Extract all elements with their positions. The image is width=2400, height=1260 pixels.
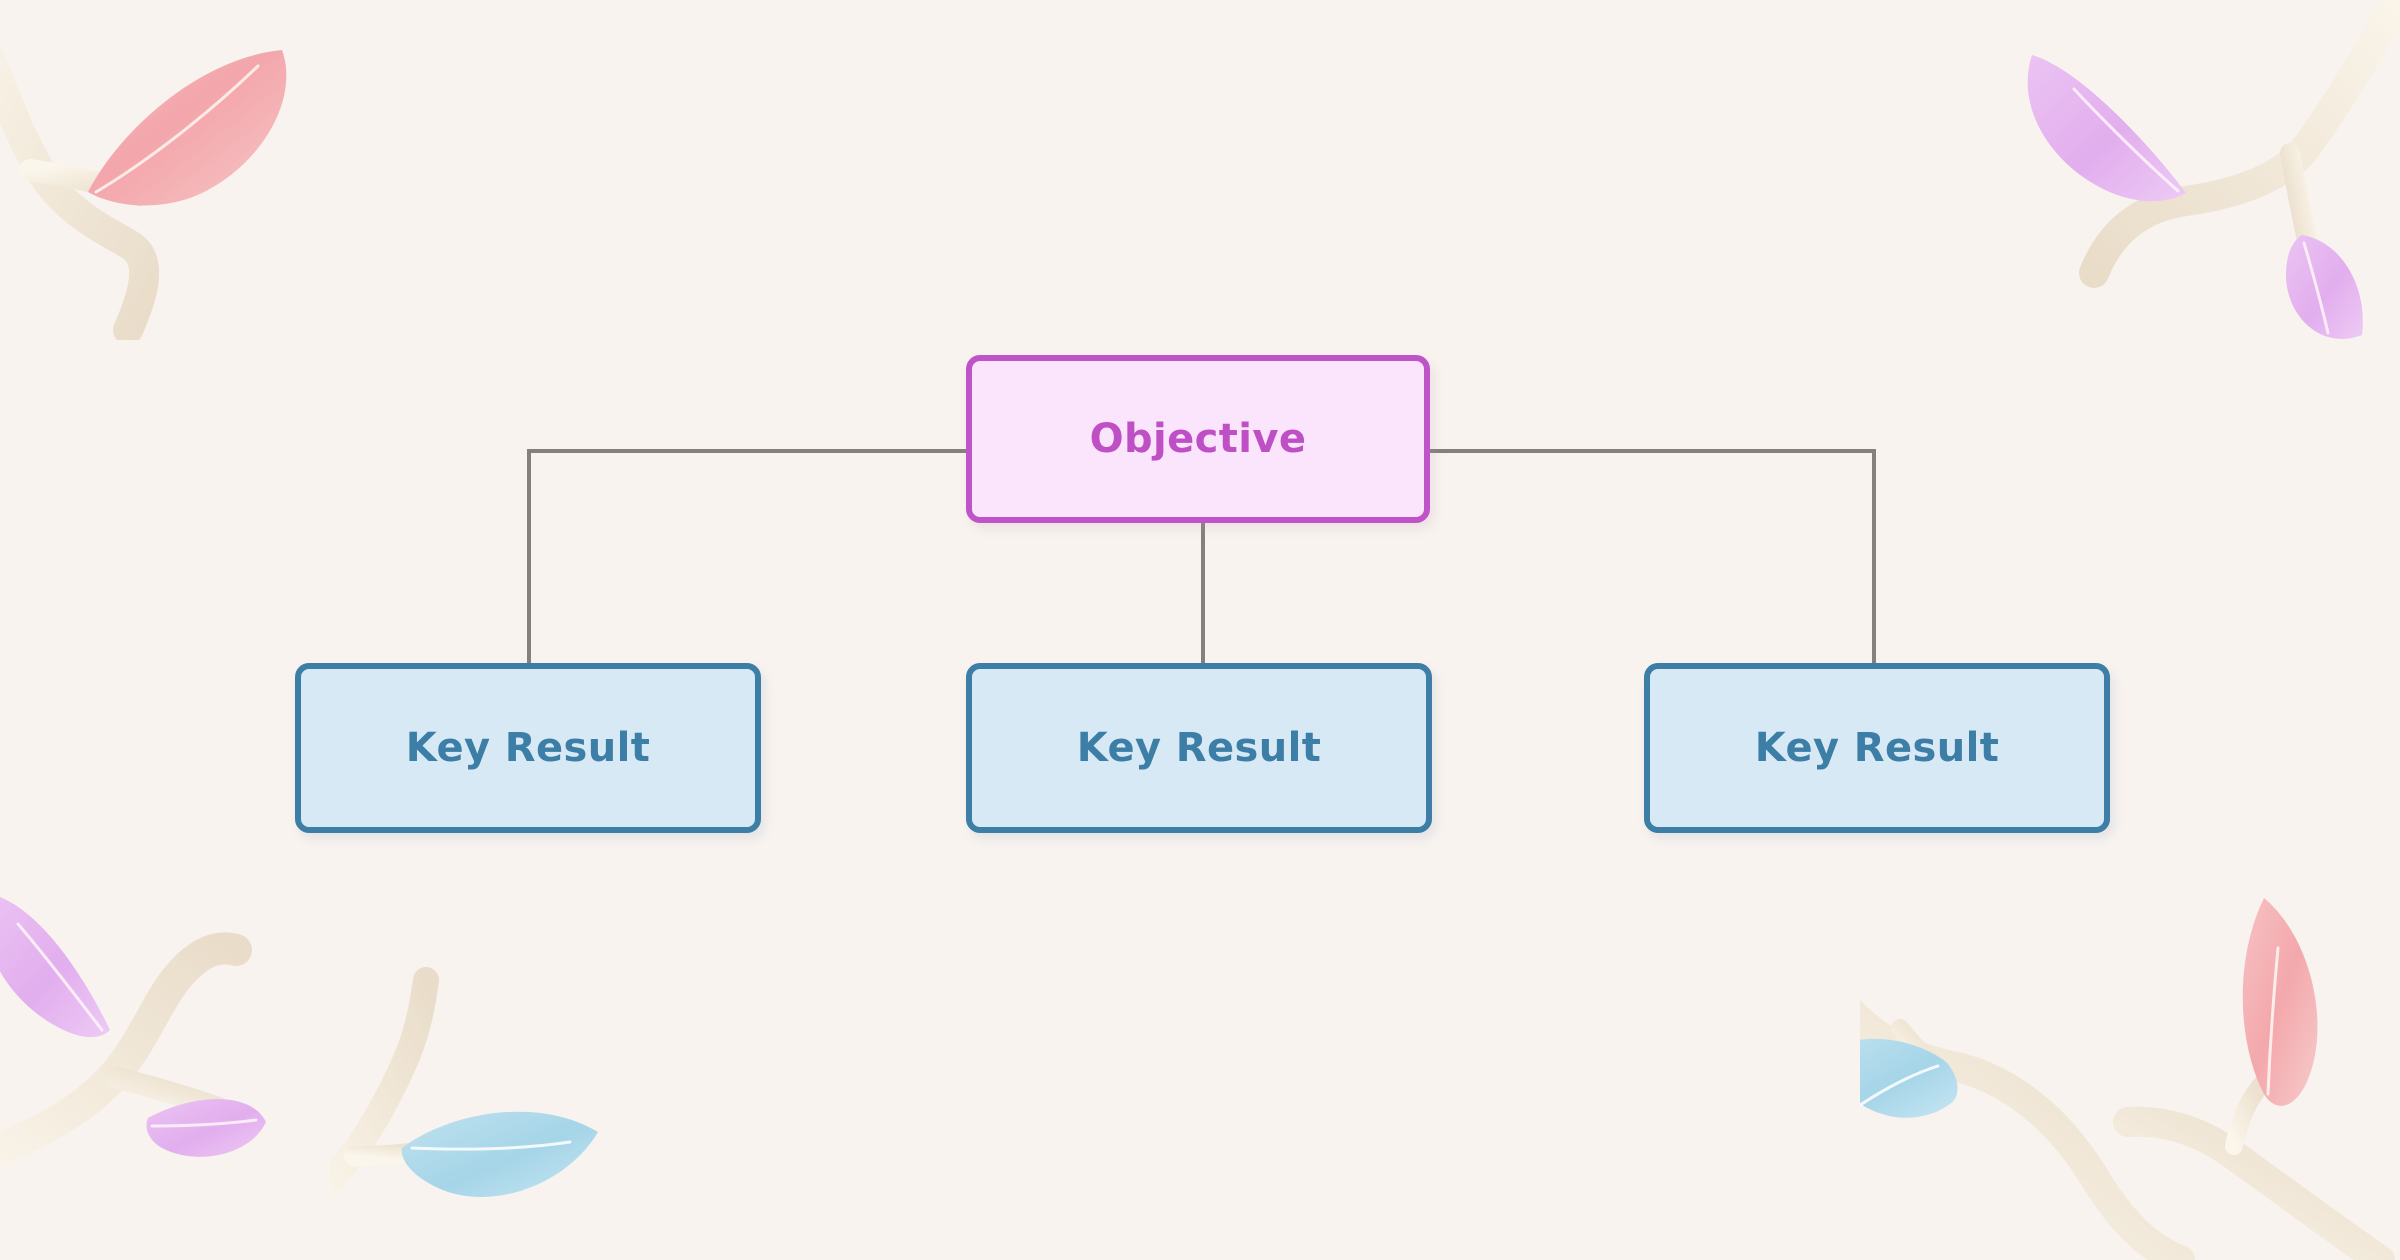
node-key-result-3-label: Key Result	[1754, 725, 2000, 771]
node-key-result-2[interactable]: Key Result	[966, 663, 1432, 833]
node-objective[interactable]: Objective	[966, 355, 1430, 523]
node-key-result-1-label: Key Result	[405, 725, 651, 771]
node-key-result-1[interactable]: Key Result	[295, 663, 761, 833]
node-objective-label: Objective	[1089, 416, 1307, 462]
connector-objective-to-key-result-1	[527, 449, 966, 663]
node-key-result-2-label: Key Result	[1076, 725, 1322, 771]
node-key-result-3[interactable]: Key Result	[1644, 663, 2110, 833]
connector-objective-to-key-result-3	[1430, 449, 1876, 663]
